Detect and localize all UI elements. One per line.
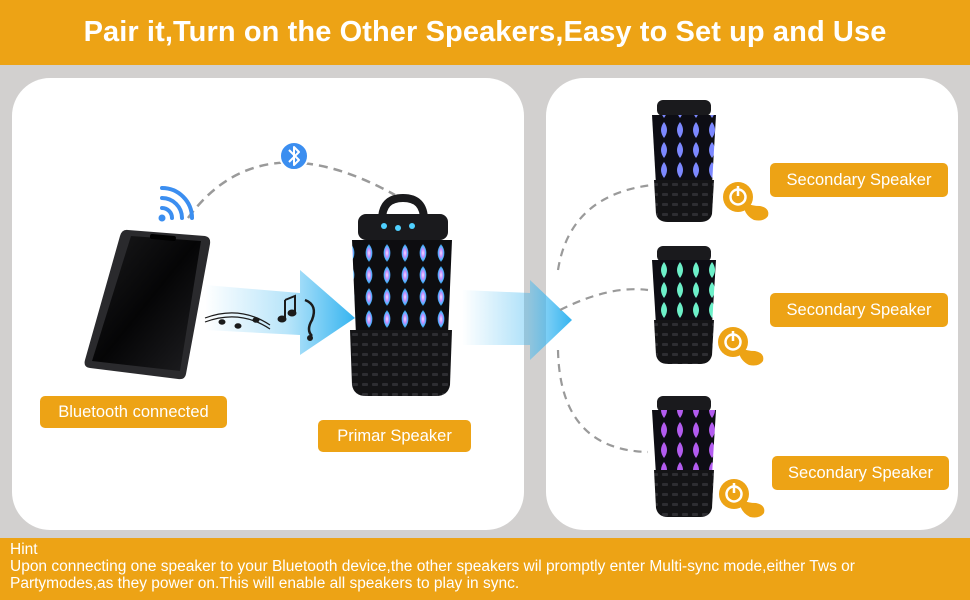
signal-icon bbox=[158, 186, 194, 222]
power-press-icon-1 bbox=[723, 182, 769, 221]
sync-arrow bbox=[462, 280, 572, 360]
primary-speaker-label: Primar Speaker bbox=[318, 420, 471, 452]
secondary-speaker-label-1: Secondary Speaker bbox=[770, 163, 948, 197]
secondary-speaker-label-2: Secondary Speaker bbox=[770, 293, 948, 327]
secondary-speaker-image-1 bbox=[652, 100, 716, 222]
page-title: Pair it,Turn on the Other Speakers,Easy … bbox=[83, 16, 887, 48]
secondary-speaker-label-3: Secondary Speaker bbox=[772, 456, 949, 490]
bluetooth-link-line bbox=[186, 161, 396, 219]
bluetooth-icon bbox=[279, 141, 309, 171]
primary-speaker-image bbox=[350, 193, 452, 396]
sync-branch-lines bbox=[556, 183, 653, 454]
secondary-speaker-image-2 bbox=[652, 246, 716, 364]
smartphone-icon bbox=[84, 229, 211, 380]
hint-box: Hint Upon connecting one speaker to your… bbox=[0, 538, 970, 600]
hint-text: Upon connecting one speaker to your Blue… bbox=[10, 558, 855, 592]
power-press-icon-2 bbox=[718, 327, 764, 366]
title-banner: Pair it,Turn on the Other Speakers,Easy … bbox=[0, 0, 970, 65]
secondary-speaker-image-3 bbox=[652, 396, 716, 517]
bluetooth-connected-label: Bluetooth connected bbox=[40, 396, 227, 428]
signal-arrow bbox=[205, 270, 355, 355]
hint-title: Hint bbox=[10, 541, 38, 558]
power-press-icon-3 bbox=[719, 479, 765, 518]
music-notes-icon bbox=[204, 294, 316, 341]
